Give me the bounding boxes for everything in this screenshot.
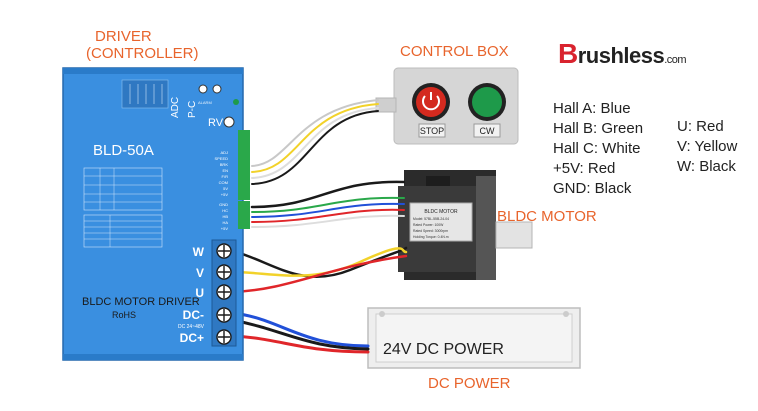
driver-label: DRIVER [95, 28, 152, 45]
motor-nameplate [409, 202, 473, 242]
screw-icon [563, 311, 569, 317]
wire-power-negative [230, 311, 370, 348]
terminal-strip-hall [238, 201, 250, 229]
driver-unit: ADC P-C ALARM RV BLD-50A ADJ SPEED BRK E… [62, 67, 250, 361]
signal-pin-label: 5V [223, 186, 228, 191]
signal-pin-label: SPEED [214, 156, 228, 161]
adc-label: ADC [170, 97, 181, 118]
motor-nameplate-line: Model: 57BL-55B-24-04 [413, 217, 449, 221]
wire-power-black [230, 318, 370, 351]
wire-hall-white [251, 214, 405, 228]
terminal-label: U [195, 286, 204, 300]
brand-suffix: .com [664, 54, 687, 66]
pc-knob-icon[interactable] [212, 84, 222, 94]
phase-legend-item: V: Yellow [677, 138, 738, 155]
terminal-dc-minus[interactable] [216, 307, 232, 323]
signal-pin-label: EN [222, 168, 228, 173]
terminal-label: DC+ [180, 331, 204, 345]
wire-control-white [251, 107, 379, 179]
terminal-label: V [196, 266, 204, 280]
adc-knob-icon[interactable] [198, 84, 208, 94]
rv-label: RV [208, 117, 224, 129]
rv-knob-icon[interactable] [223, 116, 235, 128]
hall-legend-item: +5V: Red [553, 160, 616, 177]
dc-range-label: DC 24~48V [178, 324, 205, 330]
rohs-label: RoHS [112, 310, 136, 320]
dc-power-supply: 24V DC POWER [367, 307, 581, 369]
alarm-led-icon [233, 99, 239, 105]
hall-legend-item: Hall C: White [553, 140, 641, 157]
bldc-motor: BLDC MOTOR Model: 57BL-55B-24-04 Rated P… [398, 170, 533, 280]
terminal-label: W [193, 245, 205, 259]
motor-shaft [495, 221, 533, 249]
brand-logo: Brushless.com [558, 38, 687, 70]
dip-switch-block [121, 79, 169, 109]
hall-pin-label: HB [222, 214, 228, 219]
signal-pin-label: BRK [220, 162, 229, 167]
terminal-u[interactable] [216, 284, 232, 300]
control-box: STOP CW [375, 67, 519, 145]
hall-pin-label: HC [222, 208, 228, 213]
alarm-label: ALARM [198, 100, 212, 105]
terminal-strip-signal [238, 148, 250, 200]
hall-pin-label: GND [219, 202, 228, 207]
hall-pin-label: +5V [221, 226, 229, 231]
cable-gland [375, 97, 397, 113]
wire-hall-black [250, 180, 406, 209]
brand-initial: B [558, 38, 578, 69]
function-table-1 [83, 167, 163, 211]
screw-icon [379, 311, 385, 317]
controller-label: (CONTROLLER) [86, 45, 199, 62]
wire-phase-w [230, 246, 408, 278]
phase-legend: U: Red V: Yellow W: Black [677, 117, 737, 177]
phase-legend-item: W: Black [677, 158, 736, 175]
wire-power-positive [230, 334, 370, 354]
wire-hall-blue [251, 202, 405, 218]
bldc-motor-label: BLDC MOTOR [497, 208, 597, 225]
function-table-2 [83, 214, 163, 248]
control-box-label: CONTROL BOX [400, 43, 509, 60]
wires [230, 99, 408, 354]
wire-phase-v [230, 247, 408, 277]
signal-pin-label: +5V [221, 192, 229, 197]
dc-power-label: DC POWER [428, 375, 511, 392]
hall-legend: Hall A: Blue Hall B: Green Hall C: White… [553, 99, 643, 199]
driver-model: BLD-50A [93, 142, 154, 159]
hall-legend-item: Hall A: Blue [553, 100, 631, 117]
wire-hall-green [251, 196, 405, 213]
motor-nameplate-line: Holding Torque: 0.4N.m [413, 235, 449, 239]
wire-control-black [251, 110, 379, 185]
terminal-dc-plus[interactable] [216, 329, 232, 345]
motor-nameplate-line: Rated Power: 100W [413, 223, 444, 227]
hall-legend-item: GND: Black [553, 180, 632, 197]
wire-phase-u [230, 254, 408, 294]
wire-hall-red [251, 208, 405, 223]
motor-nameplate-title: BLDC MOTOR [424, 209, 458, 215]
motor-nameplate-line: Rated Speed: 3000rpm [413, 229, 448, 233]
terminal-label: DC- [183, 308, 204, 322]
hall-pin-label: HA [222, 220, 228, 225]
hall-legend-item: Hall B: Green [553, 120, 644, 137]
signal-pin-label: F/R [222, 174, 229, 179]
stop-button-icon[interactable] [416, 87, 446, 117]
stop-label: STOP [420, 126, 444, 136]
driver-bottom-label: BLDC MOTOR DRIVER [82, 296, 200, 308]
cw-label: CW [480, 126, 495, 136]
wire-control-yellow [251, 103, 379, 173]
power-label: 24V DC POWER [383, 341, 504, 358]
phase-legend-item: U: Red [677, 118, 724, 135]
signal-pin-label: COM [219, 180, 228, 185]
signal-pin-label: ADJ [220, 150, 228, 155]
terminal-w[interactable] [216, 243, 232, 259]
brand-name: rushless [577, 43, 665, 68]
pc-label: P-C [187, 101, 198, 118]
terminal-v[interactable] [216, 264, 232, 280]
cw-button-icon[interactable] [472, 87, 502, 117]
wire-control-grey [251, 99, 379, 167]
